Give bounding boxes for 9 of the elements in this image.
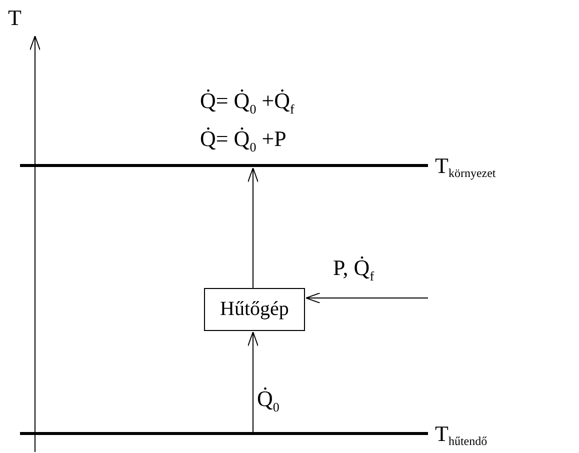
equation: Q̇= Q̇$_{0}$ +Q̇$_{f}$	[200, 88, 294, 118]
temperature-label: T$_{hűtendő}$	[435, 421, 488, 450]
arrow	[306, 292, 428, 304]
arrow	[248, 332, 258, 432]
machine-box: Hűtőgép	[204, 288, 305, 331]
temperature-label: T$_{környezet}$	[435, 153, 496, 182]
arrow	[248, 168, 258, 288]
axis-label: T	[8, 5, 22, 31]
equation: Q̇= Q̇$_{0}$ +P	[200, 126, 286, 156]
